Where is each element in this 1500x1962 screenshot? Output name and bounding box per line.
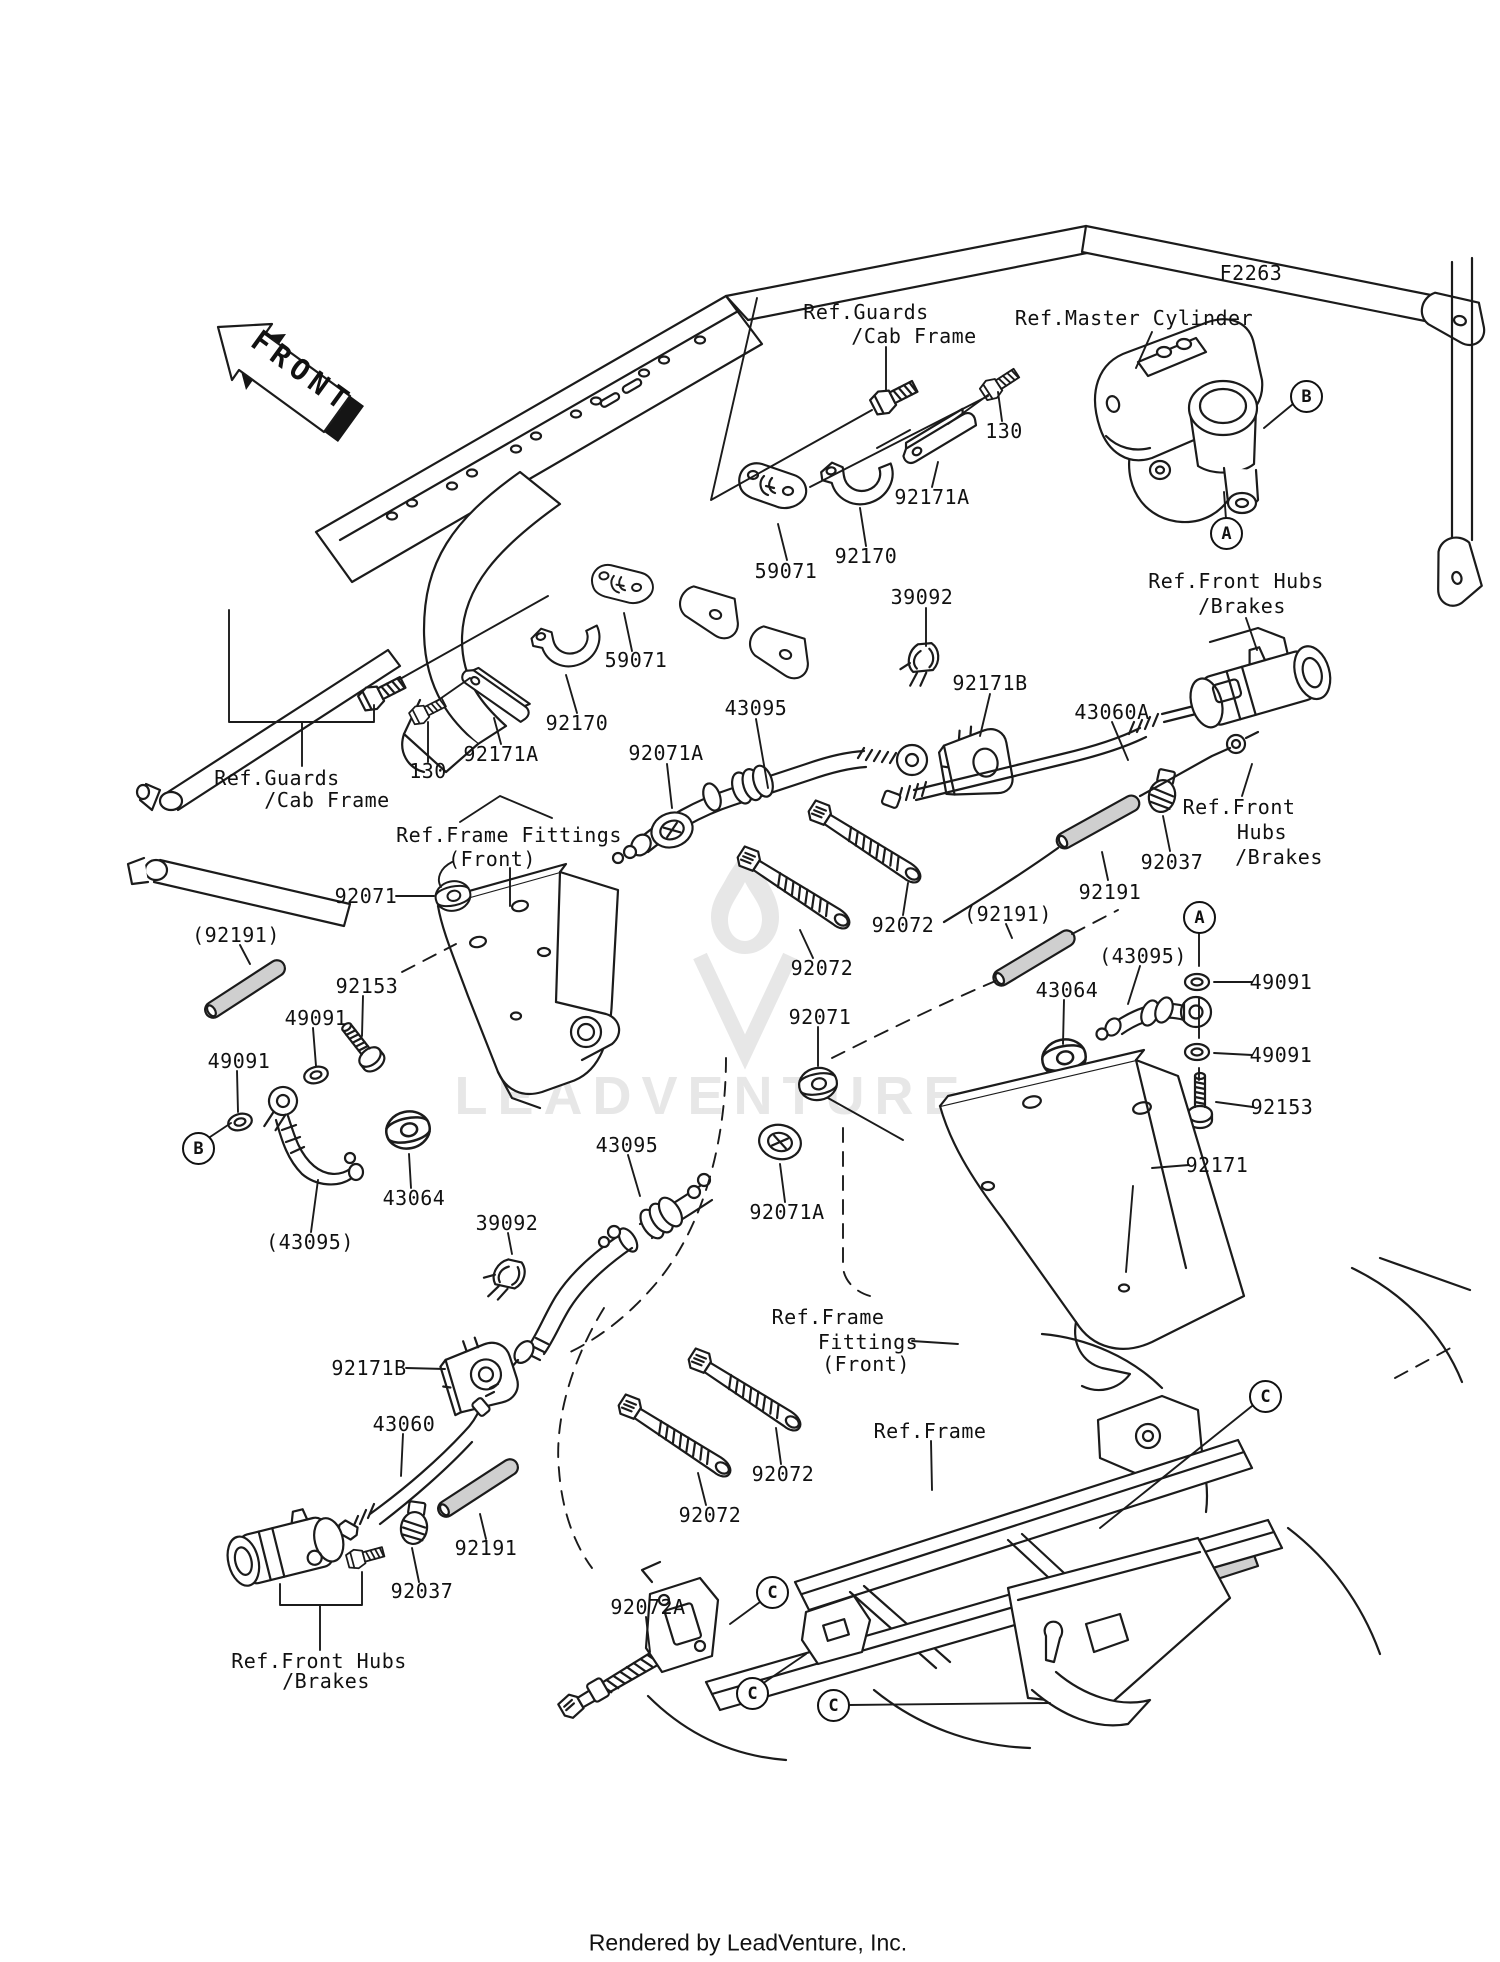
label-43095-paren-right: (43095) <box>1099 944 1187 968</box>
wheel-cylinder-lower <box>226 1508 345 1587</box>
label-ref-front-hubs-lower-line1: Ref.Front Hubs <box>231 1649 407 1673</box>
label-ref-master-cylinder: Ref.Master Cylinder <box>1014 306 1254 330</box>
fitting-panel-right <box>938 1048 1246 1392</box>
label-59071-left: 59071 <box>604 648 668 672</box>
label-ref-frame-fittings-right-line1: Ref.Frame <box>771 1305 885 1329</box>
footer-credit: Rendered by LeadVenture, Inc. <box>588 1929 908 1956</box>
label-92171b-lower: 92171B <box>331 1356 407 1380</box>
label-92170-top: 92170 <box>834 544 898 568</box>
label-92171a-top: 92171A <box>894 485 970 509</box>
label-92072-lower-b: 92072 <box>678 1503 742 1527</box>
label-43064-right: 43064 <box>1035 978 1099 1002</box>
label-43095-paren-left: (43095) <box>266 1230 354 1254</box>
label-39092-lower: 39092 <box>475 1211 539 1235</box>
label-49091-right-b: 49091 <box>1249 1043 1313 1067</box>
label-43060a: 43060A <box>1074 700 1150 724</box>
label-92191-lower: 92191 <box>454 1536 518 1560</box>
circle-marker-a-1: A <box>1210 517 1243 550</box>
label-43064-left: 43064 <box>382 1186 446 1210</box>
label-92153-right: 92153 <box>1250 1095 1314 1119</box>
label-ref-frame-fittings-right-line3: (Front) <box>822 1352 910 1376</box>
label-ref-front-right2-line2: Hubs <box>1236 820 1288 844</box>
circle-marker-c-5: C <box>756 1576 789 1609</box>
label-ref-guards-cab-left-line2: /Cab Frame <box>264 788 390 812</box>
leader-lines <box>209 297 1294 1706</box>
label-92191-right: 92191 <box>1078 880 1142 904</box>
circle-marker-b-0: B <box>1290 380 1323 413</box>
label-ref-front-hubs-right-line2: /Brakes <box>1198 594 1286 618</box>
label-92071-left: 92071 <box>334 884 398 908</box>
label-92037-right: 92037 <box>1140 850 1204 874</box>
hose-43095-top <box>611 743 929 865</box>
label-ref-front-right2-line1: Ref.Front <box>1182 795 1296 819</box>
label-ref-frame-fittings-right-line2: Fittings <box>817 1330 919 1354</box>
brake-line-right <box>942 746 1232 924</box>
circle-marker-a-2: A <box>1183 901 1216 934</box>
circle-marker-c-6: C <box>736 1677 769 1710</box>
label-92071a-top: 92071A <box>628 741 704 765</box>
label-ref-front-hubs-lower-line2: /Brakes <box>282 1669 370 1693</box>
circle-marker-c-4: C <box>1249 1380 1282 1413</box>
label-92153-left: 92153 <box>335 974 399 998</box>
label-92191-paren-right: (92191) <box>964 902 1052 926</box>
label-92171b-top: 92171B <box>952 671 1028 695</box>
label-ref-guards-cab-left-line1: Ref.Guards <box>214 766 340 790</box>
circle-marker-c-7: C <box>817 1689 850 1722</box>
circle-marker-b-3: B <box>182 1132 215 1165</box>
label-49091-left-b: 49091 <box>207 1049 271 1073</box>
frame-lower-drawing <box>640 1256 1472 1762</box>
label-43095-lower: 43095 <box>595 1133 659 1157</box>
frame-top-drawing <box>126 224 1492 928</box>
routing-dashes <box>401 909 1459 1569</box>
label-ref-guards-cab-top-line2: /Cab Frame <box>851 324 977 348</box>
label-49091-left-a: 49091 <box>284 1006 348 1030</box>
zip-ties-lower <box>555 1344 808 1722</box>
label-92072a: 92072A <box>610 1595 686 1619</box>
label-ref-frame-fittings-left-line1: Ref.Frame Fittings <box>396 823 622 847</box>
label-130-left: 130 <box>409 759 447 783</box>
label-92071a-lower: 92071A <box>749 1200 825 1224</box>
label-ref-frame-fittings-left-line2: (Front) <box>448 847 536 871</box>
label-92171-right: 92171 <box>1185 1153 1249 1177</box>
left-banjo-parts <box>200 956 435 1186</box>
wheel-cylinder-right <box>1189 626 1332 755</box>
label-49091-right-a: 49091 <box>1249 970 1313 994</box>
fitting-panel-left <box>436 862 621 1110</box>
label-92072-mid-b: 92072 <box>790 956 854 980</box>
label-43060: 43060 <box>372 1412 436 1436</box>
label-43095-top: 43095 <box>724 696 788 720</box>
label-92191-paren-left: (92191) <box>192 923 280 947</box>
label-92071-mid: 92071 <box>788 1005 852 1029</box>
label-ref-front-right2-line3: /Brakes <box>1235 845 1323 869</box>
master-cylinder-drawing <box>1093 318 1264 524</box>
label-92171a-left: 92171A <box>463 742 539 766</box>
label-ref-front-hubs-right-line1: Ref.Front Hubs <box>1148 569 1324 593</box>
label-130-top: 130 <box>985 419 1023 443</box>
label-92170-left: 92170 <box>545 711 609 735</box>
label-92072-lower-a: 92072 <box>751 1462 815 1486</box>
label-92072-mid-a: 92072 <box>871 913 935 937</box>
label-39092-top: 39092 <box>890 585 954 609</box>
label-ref-guards-cab-top-line1: Ref.Guards <box>803 300 929 324</box>
lower-hose-parts <box>226 1172 714 1587</box>
label-ref-frame: Ref.Frame <box>873 1419 987 1443</box>
label-92037-lower: 92037 <box>390 1579 454 1603</box>
label-59071-top: 59071 <box>754 559 818 583</box>
label-f2263: F2263 <box>1219 261 1283 285</box>
